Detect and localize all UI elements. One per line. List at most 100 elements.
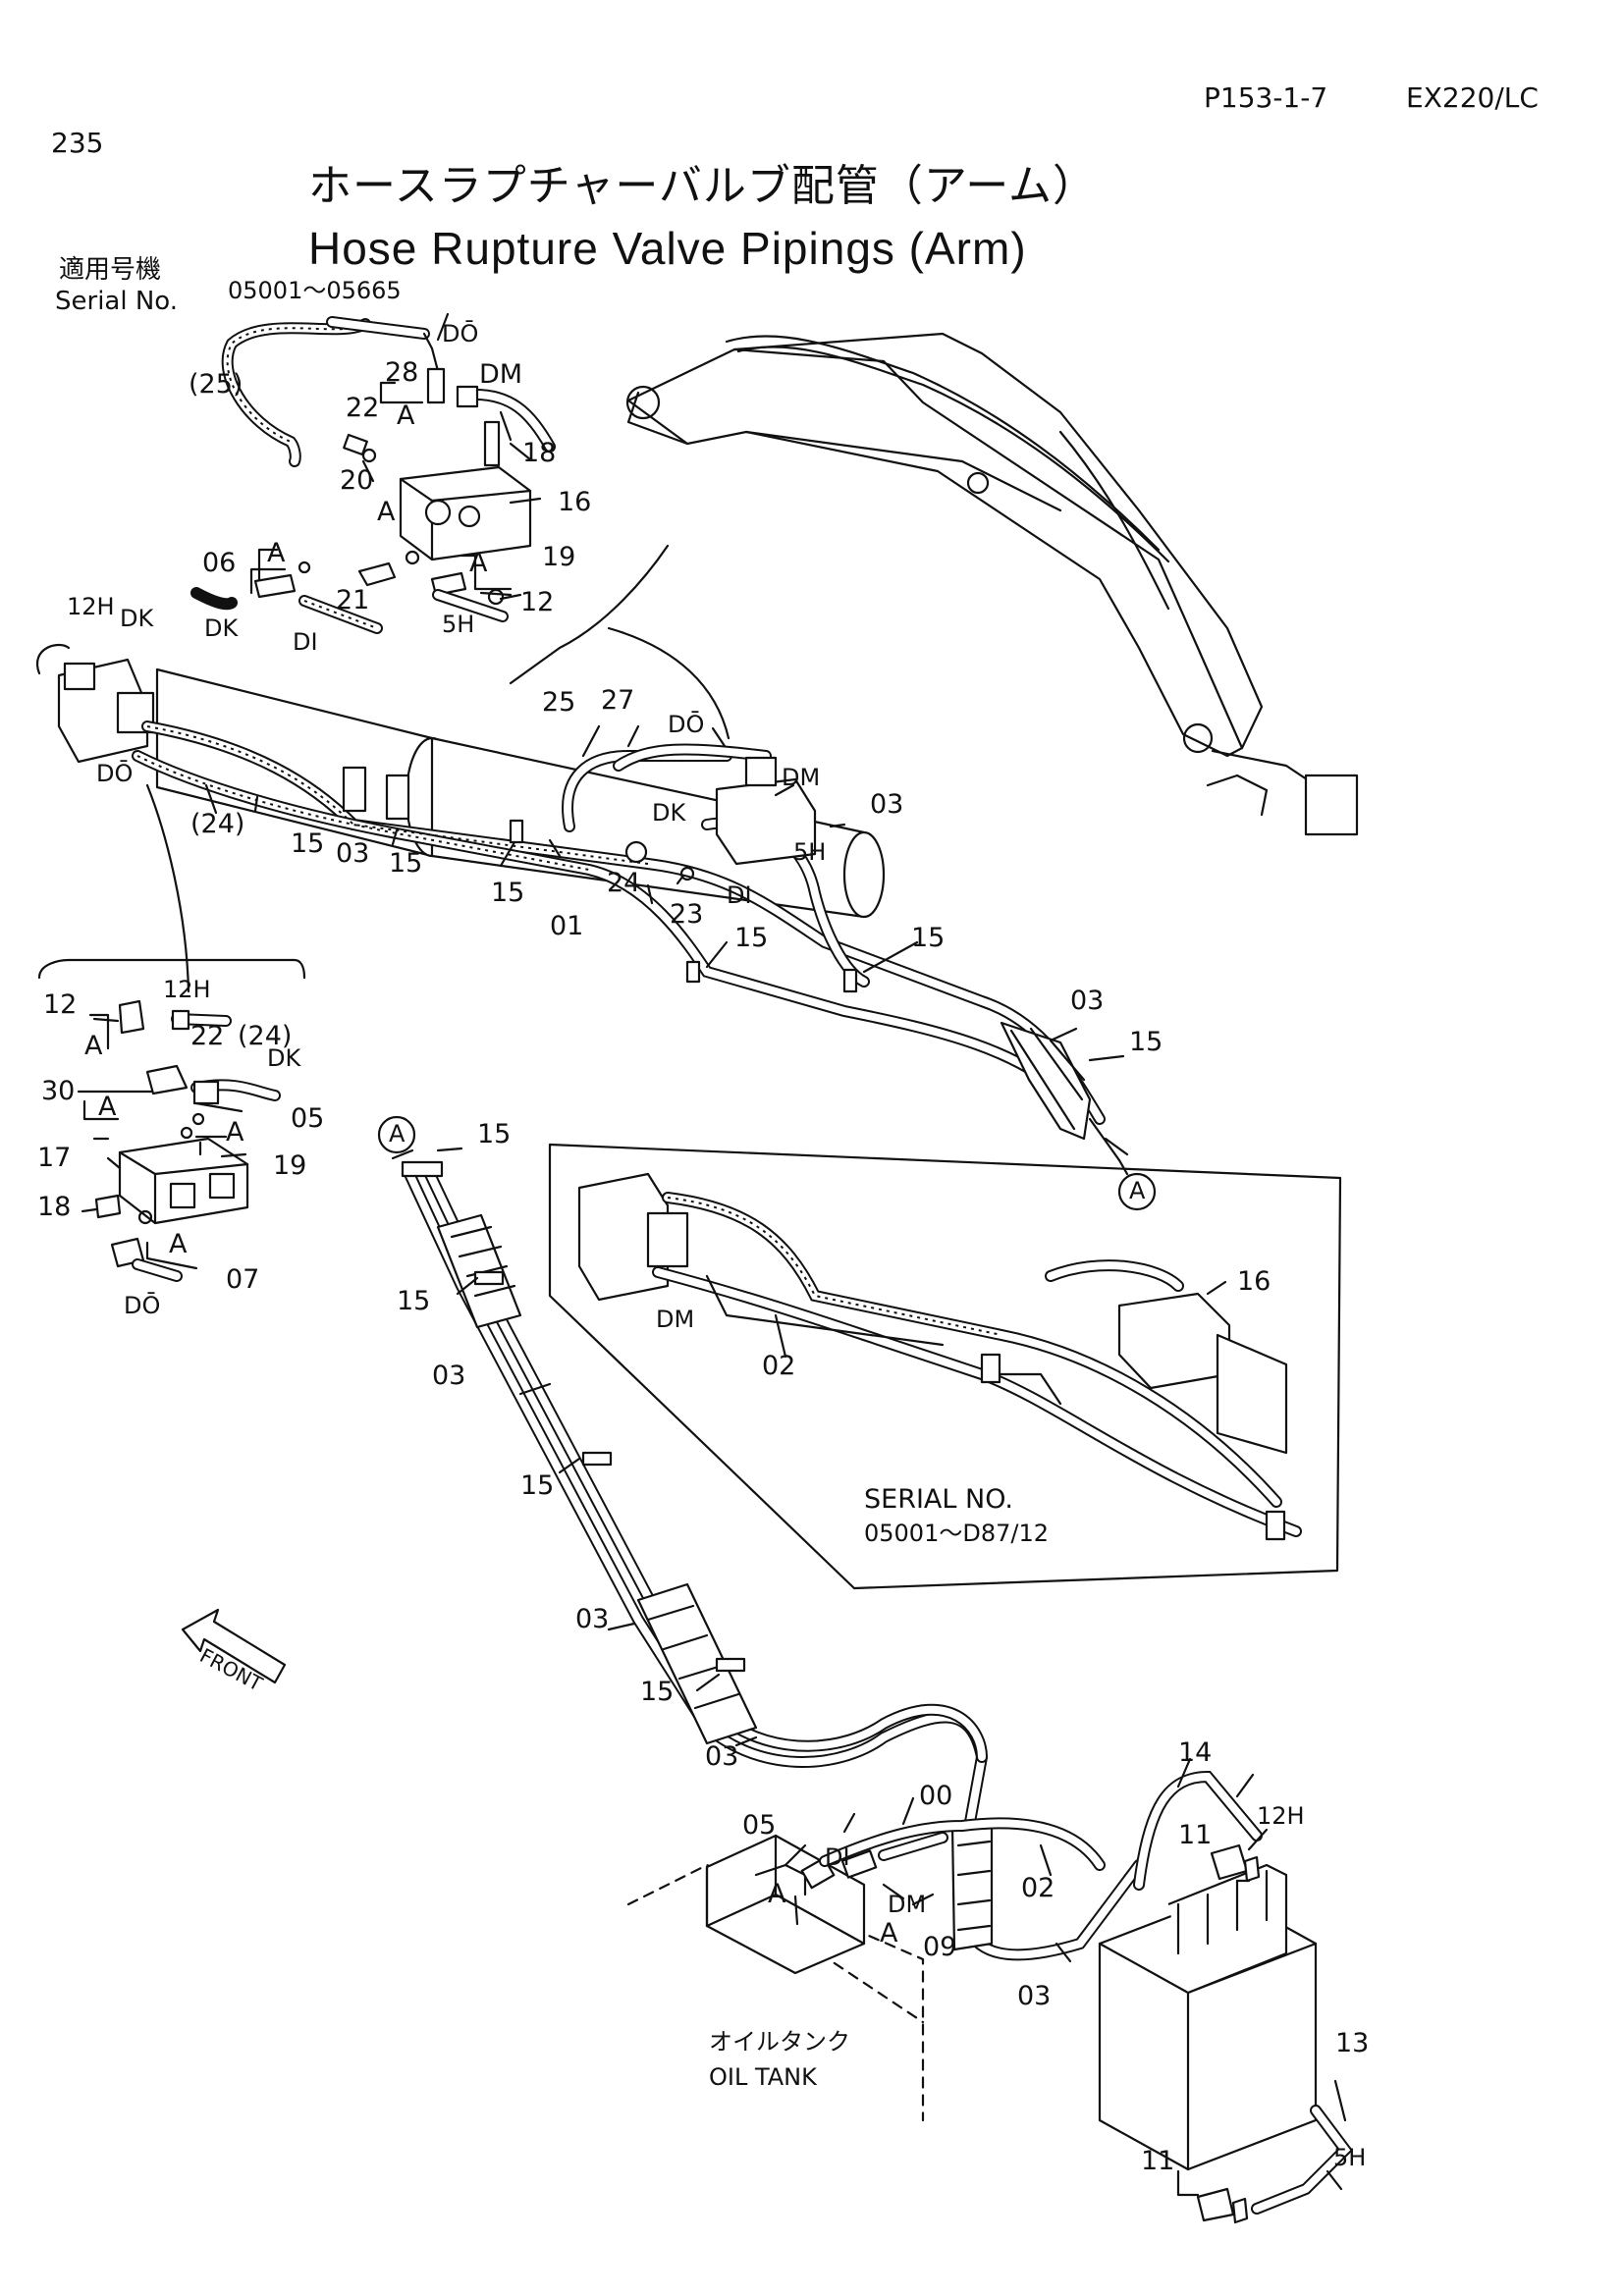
callout-16: 16: [558, 487, 592, 517]
callout-5H: 5H: [442, 611, 475, 638]
callout-p25: (25): [189, 369, 243, 400]
callout-19: 19: [542, 542, 576, 572]
callout-03: 03: [705, 1741, 739, 1772]
callout-30: 30: [41, 1076, 76, 1106]
callout-DM: DM: [888, 1891, 927, 1918]
callout-DO: DŌ: [668, 711, 705, 738]
callout-15: 15: [734, 923, 769, 953]
callout-12H: 12H: [67, 593, 115, 620]
continuation-marker-A: A: [389, 1120, 406, 1148]
callout-21: 21: [336, 585, 370, 615]
callout-01: 01: [550, 911, 584, 941]
page-number: 235: [51, 127, 104, 159]
callout-00: 00: [919, 1781, 953, 1811]
callout-02: 02: [762, 1351, 796, 1381]
callout-5H: 5H: [793, 838, 827, 866]
callout-15: 15: [491, 878, 525, 908]
callout-15: 15: [477, 1119, 512, 1149]
callout-DM: DM: [782, 764, 821, 791]
callout-23: 23: [670, 899, 704, 930]
callout-15: 15: [911, 923, 946, 953]
callout-12: 12: [520, 587, 555, 617]
callout-A: A: [226, 1117, 244, 1148]
oil-tank-and-control-valve: [626, 1757, 1353, 2224]
callout-15: 15: [640, 1677, 675, 1707]
callout-03: 03: [432, 1361, 466, 1391]
callout-24: 24: [607, 868, 641, 898]
callout-22: 22: [190, 1021, 225, 1051]
callout-12H: 12H: [1257, 1802, 1305, 1830]
callout-03: 03: [870, 789, 904, 820]
callout-A: A: [377, 497, 396, 527]
callout-p24: (24): [238, 1021, 293, 1051]
callout-25: 25: [542, 687, 576, 718]
catalog-reference: P153-1-7: [1204, 81, 1328, 114]
callout-03: 03: [336, 838, 370, 869]
callout-03: 03: [1070, 986, 1105, 1016]
callout-15: 15: [291, 828, 325, 859]
callout-DI: DI: [293, 628, 318, 656]
callout-06: 06: [202, 548, 237, 578]
callout-12H: 12H: [163, 976, 211, 1003]
applicability-range: 05001～05665: [228, 277, 402, 304]
inset-serial-label: SERIAL NO.: [864, 1484, 1013, 1515]
boom-arm-drawing: [625, 332, 1359, 836]
arm-cylinder-assembly: [35, 643, 1129, 1176]
callout-17: 17: [37, 1143, 72, 1173]
oil-tank-label-jp: オイルタンク: [709, 2028, 850, 2056]
continuation-markers: [377, 1115, 1157, 1211]
continuation-marker-A: A: [1129, 1177, 1146, 1204]
callout-A: A: [397, 400, 415, 431]
callout-DO: DŌ: [124, 1292, 161, 1319]
callout-15: 15: [389, 848, 423, 879]
callout-18: 18: [37, 1192, 72, 1222]
callout-A: A: [469, 548, 488, 578]
callout-16: 16: [1237, 1266, 1271, 1297]
callout-DI: DI: [727, 881, 752, 909]
callout-19: 19: [273, 1150, 307, 1181]
callout-DO: DŌ: [442, 320, 479, 347]
callout-13: 13: [1335, 2028, 1370, 2058]
callout-05: 05: [742, 1810, 777, 1841]
applicability-label-jp: 適用号機: [59, 255, 162, 285]
callout-DM: DM: [479, 359, 523, 390]
rupture-valve-detail-left: [37, 958, 306, 1282]
callout-03: 03: [1017, 1981, 1052, 2011]
callout-A: A: [169, 1229, 188, 1259]
callout-DK: DK: [120, 605, 154, 632]
callout-DM: DM: [656, 1306, 695, 1333]
page-title-english: Hose Rupture Valve Pipings (Arm): [308, 223, 1027, 274]
callout-11: 11: [1178, 1820, 1213, 1850]
front-arrow-icon: [181, 1608, 287, 1684]
callout-14: 14: [1178, 1737, 1213, 1768]
callout-03: 03: [575, 1604, 610, 1634]
callout-DI: DI: [825, 1843, 850, 1871]
callout-15: 15: [520, 1470, 555, 1501]
callout-02: 02: [1021, 1873, 1055, 1903]
callout-p24: (24): [190, 809, 245, 839]
page-title-japanese: ホースラプチャーバルブ配管（アーム）: [308, 161, 1097, 211]
callout-22: 22: [346, 393, 380, 423]
callout-28: 28: [385, 357, 419, 388]
callout-DK: DK: [652, 799, 686, 827]
callout-20: 20: [340, 465, 374, 496]
callout-DK: DK: [204, 614, 239, 642]
callout-DO: DŌ: [96, 760, 134, 787]
callout-A: A: [880, 1918, 898, 1949]
callout-5H: 5H: [1333, 2144, 1367, 2171]
callout-07: 07: [226, 1264, 260, 1295]
callout-15: 15: [1129, 1027, 1163, 1057]
model-name: EX220/LC: [1406, 81, 1539, 114]
inset-serial-range: 05001～D87/12: [864, 1520, 1049, 1547]
arm-hose-run: [391, 1147, 1145, 1961]
callout-A: A: [84, 1031, 103, 1061]
callout-18: 18: [522, 438, 557, 468]
callout-DK: DK: [267, 1044, 301, 1072]
callout-15: 15: [397, 1286, 431, 1316]
callout-A: A: [98, 1092, 117, 1122]
applicability-label-en: Serial No.: [55, 287, 178, 316]
callout-11: 11: [1141, 2146, 1175, 2176]
inset-earlier-serial: [548, 1143, 1342, 1590]
callout-A: A: [768, 1879, 786, 1909]
